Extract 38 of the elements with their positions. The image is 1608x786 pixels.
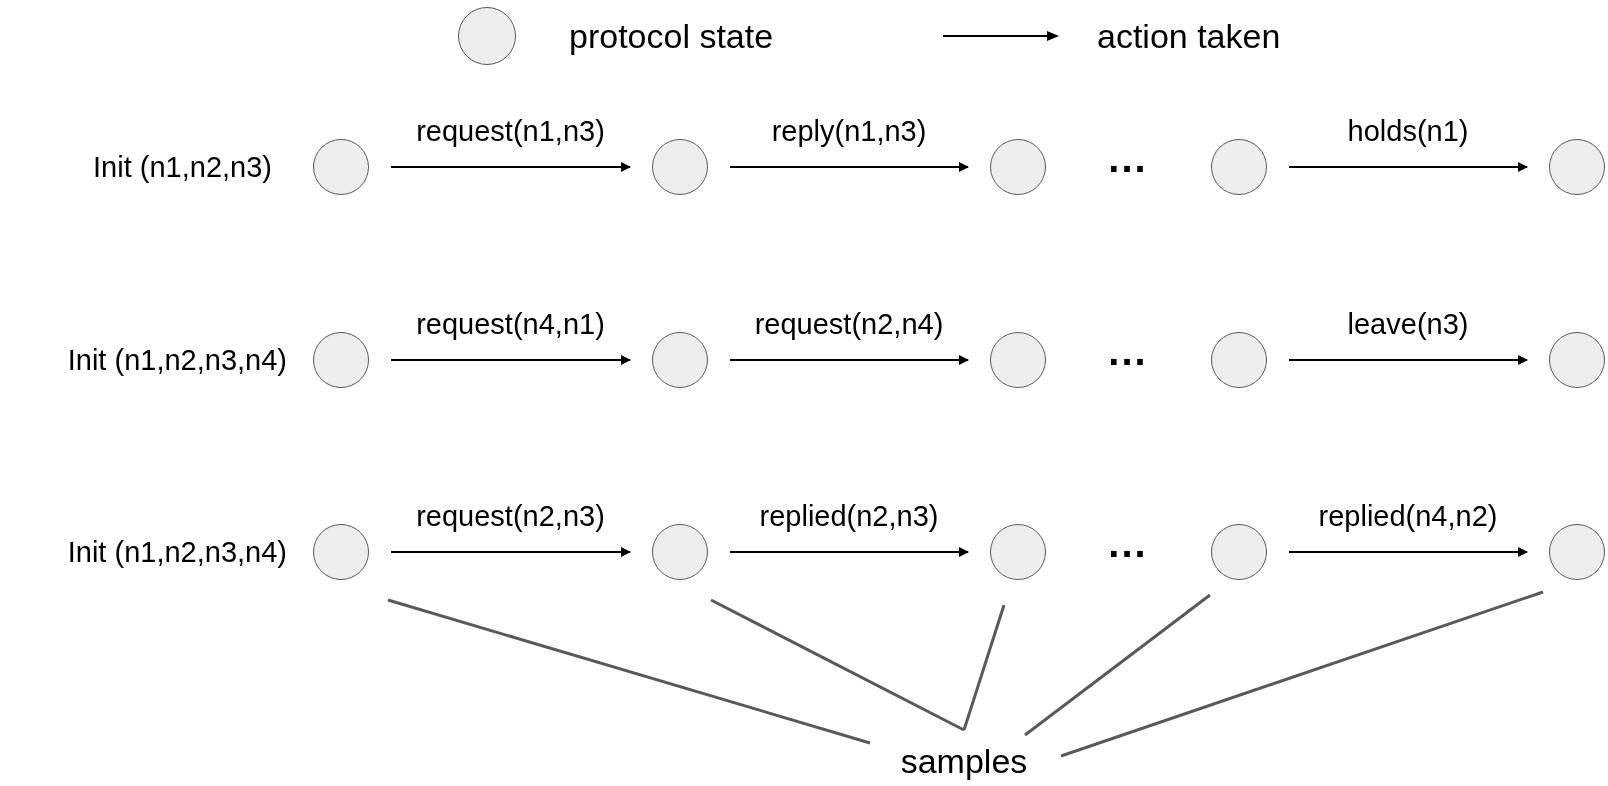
state-circle [1211, 139, 1267, 195]
state-circle [990, 139, 1046, 195]
leader-line [1060, 590, 1544, 758]
row-label: Init (n1,n2,n3,n4) [67, 535, 287, 569]
arrow [729, 355, 969, 365]
state-circle [313, 524, 369, 580]
arrow [1288, 547, 1528, 557]
state-circle [1211, 332, 1267, 388]
state-circle [313, 139, 369, 195]
leader-line [962, 604, 1006, 731]
arrow [390, 547, 631, 557]
node-text: samples [900, 741, 1028, 781]
ellipsis: ... [1108, 328, 1148, 374]
state-circle [990, 524, 1046, 580]
row-label: Init (n1,n2,n3) [93, 150, 272, 184]
arrow [390, 355, 631, 365]
state-circle [1549, 139, 1605, 195]
state-circle [1549, 332, 1605, 388]
state-circle [990, 332, 1046, 388]
state-circle [1549, 524, 1605, 580]
legend-text: action taken [1097, 16, 1281, 56]
state-circle [652, 139, 708, 195]
leader-line [710, 598, 965, 732]
state-circle [1211, 524, 1267, 580]
arrow [729, 162, 969, 172]
leader-line [1024, 593, 1211, 737]
state-circle [652, 332, 708, 388]
leader-line [387, 598, 871, 745]
arrow [390, 162, 631, 172]
arrow [1288, 355, 1528, 365]
ellipsis: ... [1108, 135, 1148, 181]
state-circle [313, 332, 369, 388]
arrow [729, 547, 969, 557]
arrow [1288, 162, 1528, 172]
legend-text: protocol state [569, 16, 774, 56]
state-circle [652, 524, 708, 580]
row-label: Init (n1,n2,n3,n4) [67, 343, 287, 377]
ellipsis: ... [1108, 520, 1148, 566]
